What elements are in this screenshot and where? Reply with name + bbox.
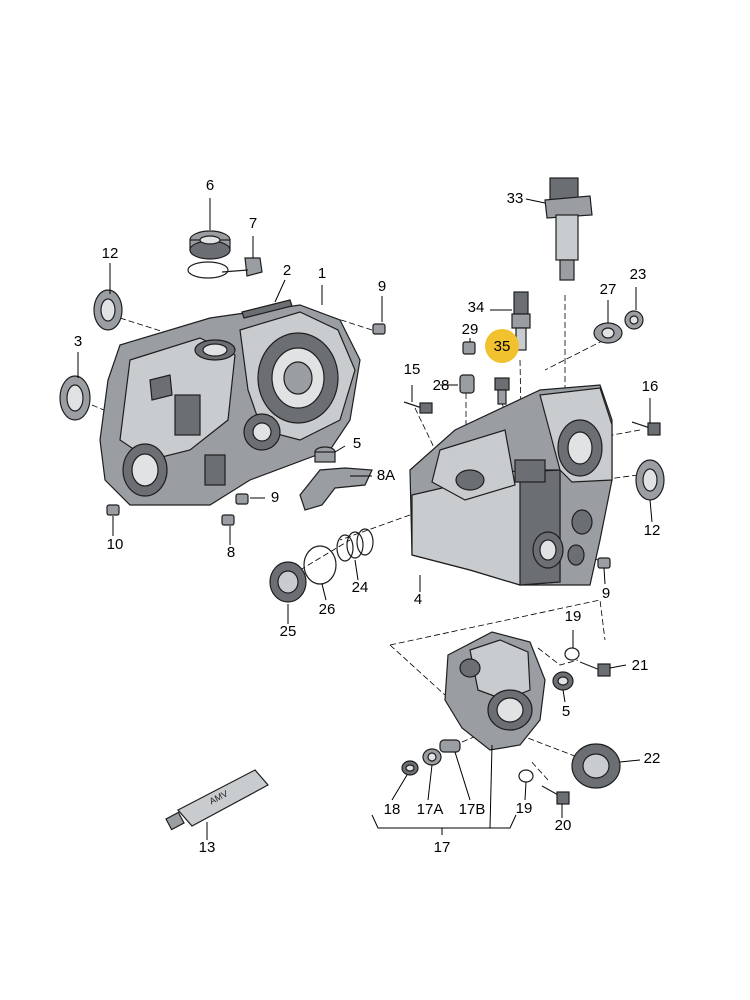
callout-labels: 1 2 3 4 5 5 6 7 8 8A 9 9 9 10 12 12 13 1… xyxy=(74,177,661,856)
part-34-switch xyxy=(511,291,531,351)
callout-22: 22 xyxy=(644,750,661,767)
callout-12b: 12 xyxy=(644,522,661,539)
leader-lines xyxy=(77,198,653,840)
part-17a-bush xyxy=(422,748,442,766)
part-33-sensor xyxy=(544,177,593,281)
part-19-washer-top xyxy=(564,647,580,661)
gearbox-housing-left xyxy=(99,304,361,506)
callout-9a: 9 xyxy=(378,278,386,295)
callout-13: 13 xyxy=(199,839,216,856)
part-5-cap-top xyxy=(314,446,336,463)
part-12-seal-left xyxy=(93,289,123,331)
callout-10: 10 xyxy=(107,536,124,553)
part-16-bolt xyxy=(631,421,661,436)
callout-12a: 12 xyxy=(102,245,119,262)
callout-18: 18 xyxy=(384,801,401,818)
part-7-sensor xyxy=(221,257,263,277)
part-20-bolt xyxy=(541,785,570,805)
part-9-sleeve-right xyxy=(597,557,611,569)
part-9-sleeve-mid xyxy=(235,493,249,505)
part-19-washer-lower xyxy=(518,769,534,783)
callout-29: 29 xyxy=(462,321,479,338)
callout-24: 24 xyxy=(352,579,369,596)
callout-17: 17 xyxy=(434,839,451,856)
part-9-sleeve-top xyxy=(372,323,386,335)
part-2-stud xyxy=(241,299,293,319)
callout-25: 25 xyxy=(280,623,297,640)
callout-3: 3 xyxy=(74,333,82,350)
part-10-sleeve xyxy=(106,504,120,516)
callout-17a: 17A xyxy=(417,801,444,818)
callout-16: 16 xyxy=(642,378,659,395)
callout-28: 28 xyxy=(433,377,450,394)
gearbox-housing-right xyxy=(409,384,613,586)
callout-4: 4 xyxy=(414,591,422,608)
callout-5a: 5 xyxy=(353,435,361,452)
callout-15: 15 xyxy=(404,361,421,378)
callout-21: 21 xyxy=(632,657,649,674)
part-35-plug xyxy=(494,377,510,405)
part-27-bush xyxy=(593,322,623,344)
part-18-nut xyxy=(401,760,419,776)
callout-33: 33 xyxy=(507,190,524,207)
part-17b-bush xyxy=(439,739,461,753)
part-13-sealant-tube: AMV xyxy=(165,769,269,831)
part-8a-bracket xyxy=(299,467,373,511)
callout-2: 2 xyxy=(283,262,291,279)
callout-7: 7 xyxy=(249,215,257,232)
callout-20: 20 xyxy=(555,817,572,834)
part-3-seal xyxy=(59,375,91,421)
part-22-flange xyxy=(571,743,621,789)
callout-9b: 9 xyxy=(271,489,279,506)
callout-6: 6 xyxy=(206,177,214,194)
callout-5b: 5 xyxy=(562,703,570,720)
part-28-pin xyxy=(459,374,475,394)
callout-23: 23 xyxy=(630,266,647,283)
part-29-sleeve xyxy=(462,341,476,355)
callout-27: 27 xyxy=(600,281,617,298)
part-12-seal-right xyxy=(635,459,665,501)
part-5-cap-lower xyxy=(552,671,574,691)
part-23-seal xyxy=(624,310,644,330)
callout-17b: 17B xyxy=(459,801,486,818)
callout-26: 26 xyxy=(319,601,336,618)
callout-19a: 19 xyxy=(565,608,582,625)
callout-9c: 9 xyxy=(602,585,610,602)
part-24-spring xyxy=(336,528,374,562)
callout-1: 1 xyxy=(318,265,326,282)
part-25-flange xyxy=(269,561,307,603)
part-8-pin xyxy=(221,514,235,526)
callout-35-highlight xyxy=(485,329,519,363)
callout-19b: 19 xyxy=(516,800,533,817)
part-26-gasket xyxy=(303,545,337,585)
part-15-bolt xyxy=(403,401,433,414)
gearbox-cover xyxy=(444,631,546,751)
callout-8: 8 xyxy=(227,544,235,561)
callout-35: 35 xyxy=(494,338,511,355)
callout-8a: 8A xyxy=(377,467,395,484)
part-6-release-bearing xyxy=(187,230,231,279)
callout-34: 34 xyxy=(468,299,485,316)
part-21-bolt xyxy=(579,661,611,677)
